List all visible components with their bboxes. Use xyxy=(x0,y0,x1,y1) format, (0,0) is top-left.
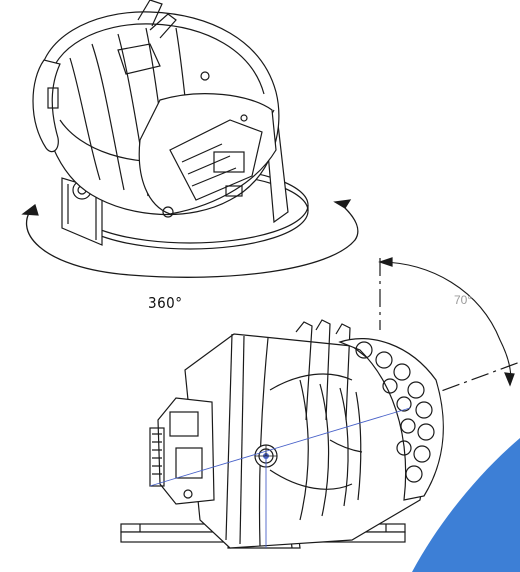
pan-rotation-arrow xyxy=(21,199,359,278)
tilt-rear-electronics xyxy=(149,397,215,505)
tilt-range-label: 70° xyxy=(454,293,473,307)
pan-view xyxy=(21,0,359,278)
corner-accent xyxy=(412,438,520,572)
tilt-view xyxy=(120,257,520,549)
blue-axis-lines xyxy=(149,407,411,548)
pan-rear-panel xyxy=(138,93,277,218)
tilt-arc xyxy=(378,257,515,387)
pan-range-label: 360° xyxy=(148,294,183,312)
tilt-head-body xyxy=(184,319,435,549)
tilt-lens-face xyxy=(338,338,444,501)
